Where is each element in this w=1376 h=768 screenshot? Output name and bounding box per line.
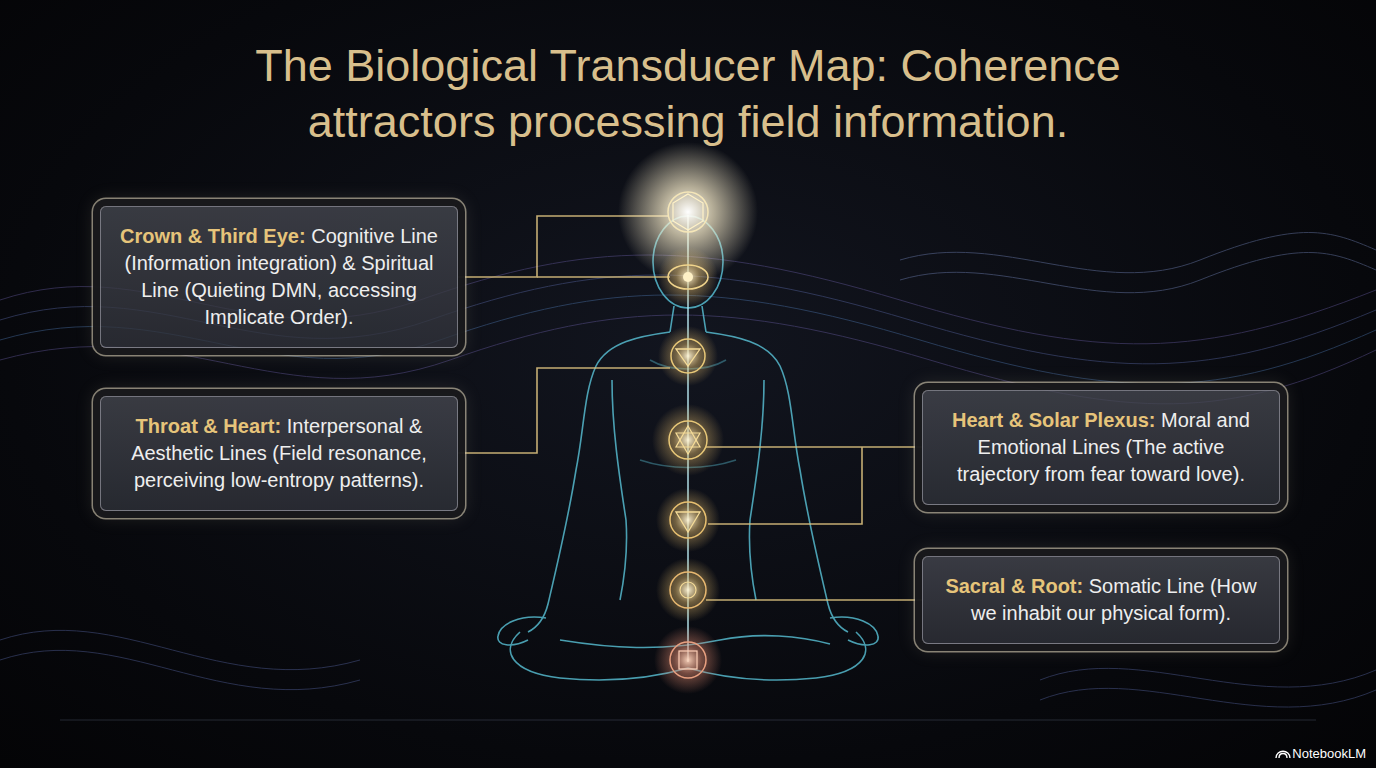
floor-line [60,720,1316,721]
title: The Biological Transducer Map: Coherence… [188,38,1188,150]
watermark: NotebookLM [1274,746,1366,762]
callout-box: Throat & Heart:Interpersonal & Aesthetic… [100,396,458,511]
human-figure [498,216,878,680]
callout-text: Sacral & Root:Somatic Line (How we inhab… [941,573,1261,627]
callout-heading: Crown & Third Eye: [120,225,306,247]
callout-heading: Heart & Solar Plexus: [952,409,1155,431]
callout-text: Heart & Solar Plexus:Moral and Emotional… [941,407,1261,488]
callout-heading: Sacral & Root: [945,575,1083,597]
chakra-points [618,142,758,694]
callout-text: Crown & Third Eye:Cognitive Line (Inform… [119,223,439,331]
callout-box: Heart & Solar Plexus:Moral and Emotional… [922,390,1280,505]
callout-text: Throat & Heart:Interpersonal & Aesthetic… [119,413,439,494]
watermark-icon [1276,751,1290,758]
leader-lines [458,216,922,600]
callout-box: Crown & Third Eye:Cognitive Line (Inform… [100,206,458,348]
callout-heading: Throat & Heart: [136,415,282,437]
callout-box: Sacral & Root:Somatic Line (How we inhab… [922,556,1280,644]
